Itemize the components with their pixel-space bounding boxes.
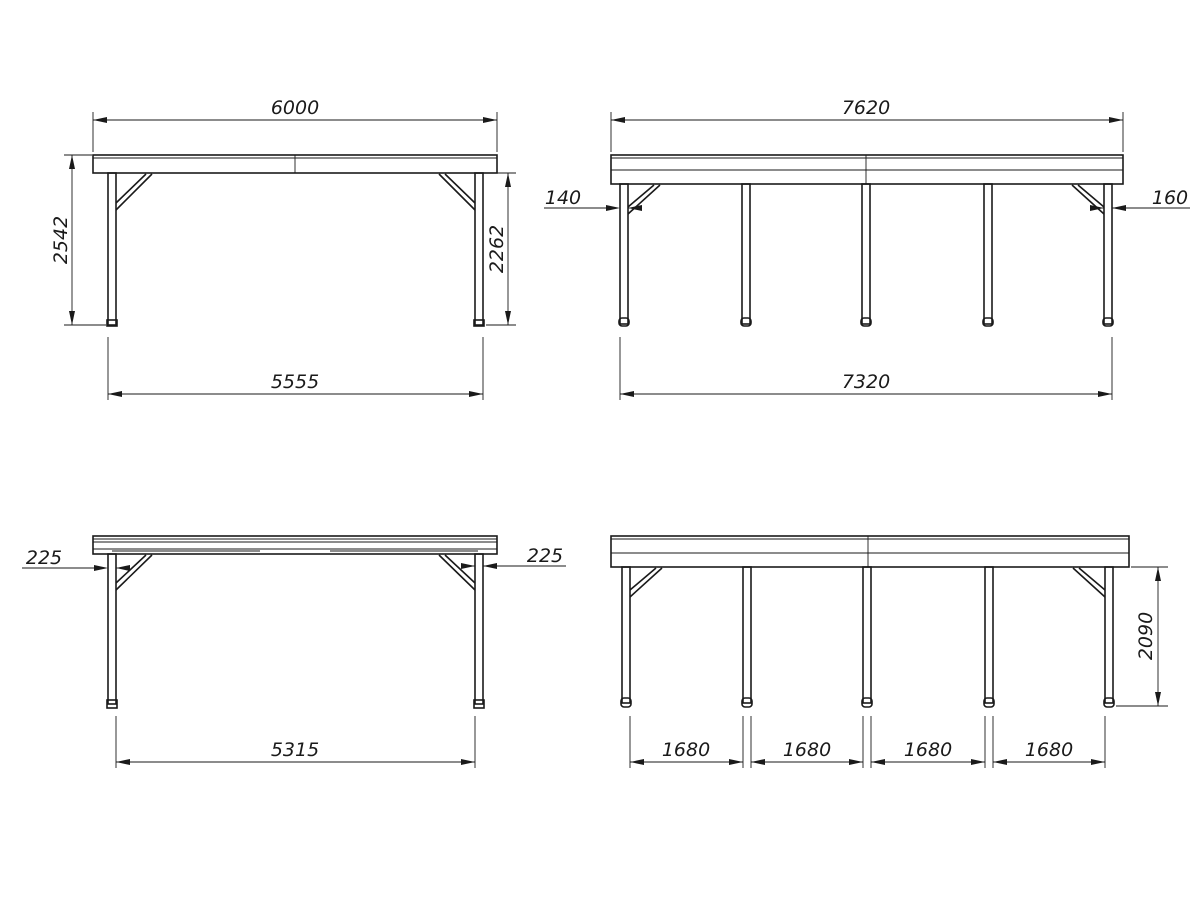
dim-right-offset: 225: [461, 545, 566, 569]
brace-right: [1071, 184, 1105, 215]
dim-left-offset: 140: [544, 187, 642, 211]
dim-label: 2542: [50, 216, 72, 264]
dim-label: 7620: [842, 97, 890, 119]
dim-label: 6000: [271, 97, 319, 119]
leg-right: [474, 172, 484, 326]
dim-overall-width: 7620: [610, 97, 1124, 152]
brace-right: [438, 554, 476, 591]
dim-right-offset: 160: [1090, 187, 1190, 211]
dim-label: 2262: [486, 225, 508, 273]
brace-left: [627, 184, 661, 215]
dim-leg-spacing: 1680 1680 1680 1680: [629, 716, 1106, 768]
dim-label: 7320: [842, 371, 890, 393]
dim-label: 2090: [1135, 612, 1157, 660]
dim-label: 1680: [904, 739, 952, 761]
dim-label: 5555: [271, 371, 319, 393]
dim-height: 2090: [1116, 566, 1168, 707]
leg: [861, 183, 871, 325]
table-top: [610, 154, 1124, 185]
leg: [1104, 566, 1114, 704]
brace-left: [629, 567, 663, 598]
dim-label: 140: [545, 187, 581, 209]
leg-left: [107, 553, 117, 705]
dim-right-height: 2262: [485, 172, 516, 326]
dim-leg-span: 5555: [107, 337, 484, 400]
leg: [1103, 183, 1113, 325]
leg: [984, 566, 994, 704]
leg: [621, 566, 631, 704]
dim-label: 1680: [1025, 739, 1073, 761]
dim-label: 5315: [271, 739, 319, 761]
view-top-right: 7620 140 160 7320: [544, 97, 1190, 400]
leg: [862, 566, 872, 704]
leg: [742, 566, 752, 704]
leg: [741, 183, 751, 325]
brace-left: [115, 173, 153, 211]
dim-leg-span: 5315: [115, 716, 476, 768]
leg-right: [474, 553, 484, 705]
dim-left-height: 2542: [50, 154, 106, 326]
brace-left: [115, 554, 153, 591]
leg: [983, 183, 993, 325]
brace-right: [1072, 567, 1106, 598]
dim-label: 160: [1152, 187, 1188, 209]
leg-left: [107, 172, 117, 326]
dim-label: 1680: [662, 739, 710, 761]
view-bottom-right: 2090 1680 1680 1680: [610, 535, 1168, 768]
leg: [619, 183, 629, 325]
dim-label: 225: [26, 547, 62, 569]
dim-overall-width: 6000: [92, 97, 498, 152]
dim-left-offset: 225: [22, 547, 130, 571]
dim-label: 225: [527, 545, 563, 567]
dim-leg-span: 7320: [619, 337, 1113, 400]
brace-right: [438, 173, 476, 211]
view-bottom-left: 225 225 5315: [22, 535, 566, 768]
dim-label: 1680: [783, 739, 831, 761]
table-top: [610, 535, 1130, 568]
view-top-left: 6000 2542 2262 5555: [50, 97, 516, 400]
